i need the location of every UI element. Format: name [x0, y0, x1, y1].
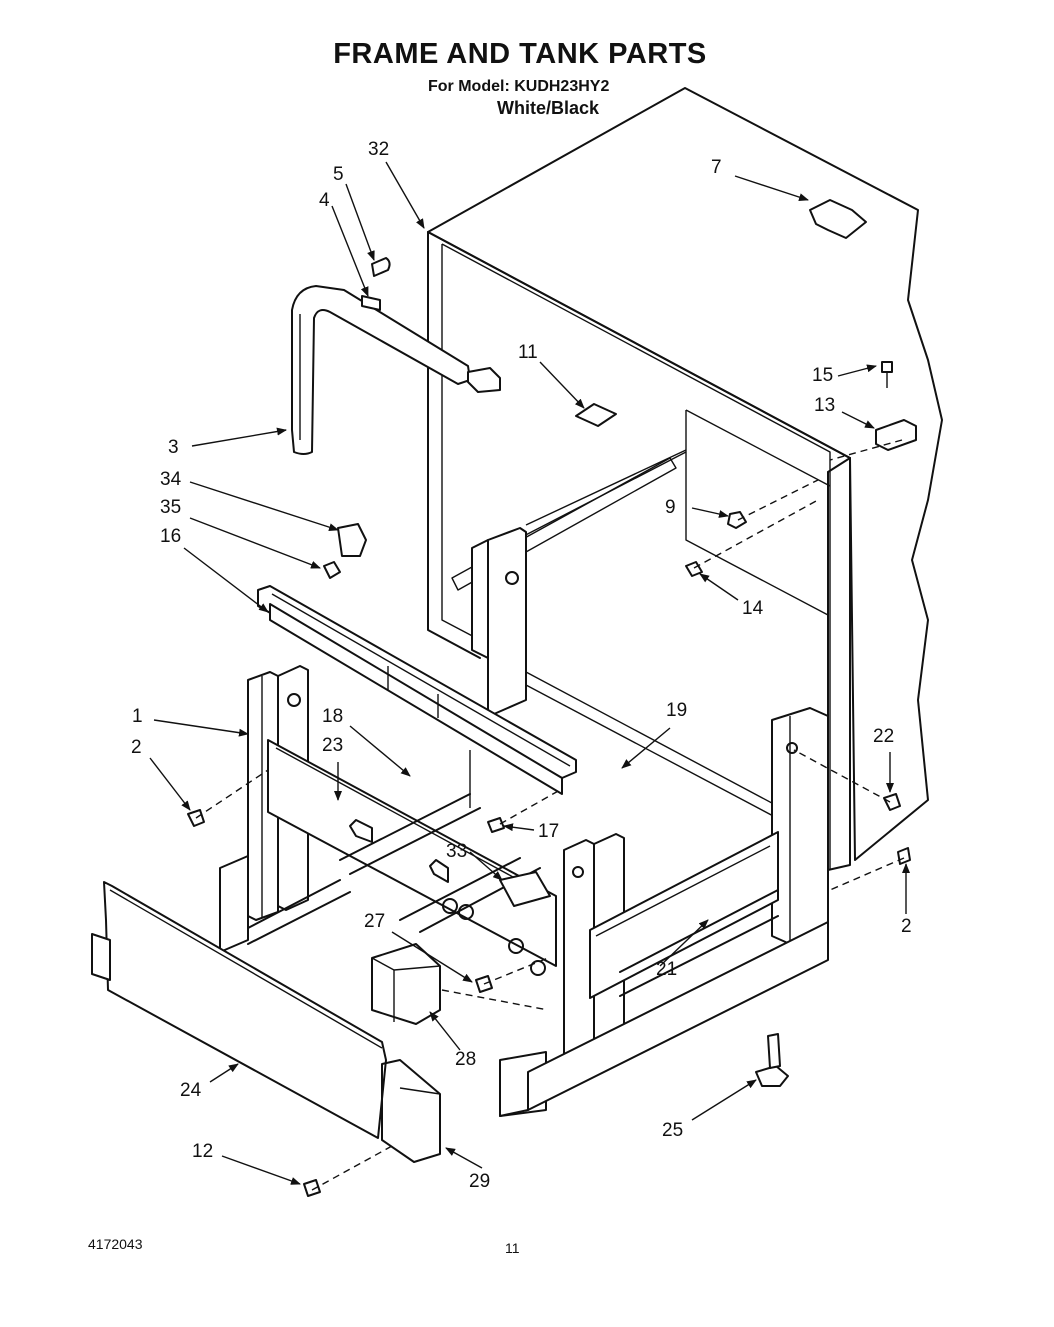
callout-4: 4 — [319, 190, 330, 211]
rail-16 — [257, 585, 577, 795]
callout-22: 22 — [873, 726, 894, 747]
callout-35: 35 — [160, 497, 181, 518]
callout-21: 21 — [656, 959, 677, 980]
leader-arrows — [149, 161, 910, 1185]
callout-9: 9 — [665, 497, 676, 518]
page-title: FRAME AND TANK PARTS — [333, 38, 707, 70]
callout-24: 24 — [180, 1080, 202, 1101]
page-number: 11 — [505, 1240, 520, 1256]
callout-11: 11 — [518, 342, 538, 363]
callout-16: 16 — [160, 526, 181, 547]
color-variant: White/Black — [497, 98, 600, 118]
callout-18: 18 — [322, 706, 343, 727]
callout-27: 27 — [364, 911, 385, 932]
door-seal-3 — [291, 285, 501, 455]
callout-34: 34 — [160, 469, 182, 490]
callout-17: 17 — [538, 821, 559, 842]
callout-3: 3 — [168, 437, 179, 458]
insulation-29 — [381, 1059, 441, 1163]
base-frame — [219, 665, 829, 1117]
callout-2-right: 2 — [901, 916, 912, 937]
callout-19: 19 — [666, 700, 687, 721]
callout-29: 29 — [469, 1171, 490, 1192]
callout-23: 23 — [322, 735, 343, 756]
callout-14: 14 — [742, 598, 764, 619]
callout-labels: 32 5 4 7 11 15 13 3 34 9 35 16 14 19 1 1… — [131, 139, 912, 1192]
callout-15: 15 — [812, 365, 833, 386]
model-number: For Model: KUDH23HY2 — [428, 78, 610, 95]
callout-12: 12 — [192, 1141, 213, 1162]
rear-frame — [471, 527, 829, 945]
tank-32 — [427, 87, 943, 871]
callout-1: 1 — [132, 706, 143, 727]
document-number: 4172043 — [88, 1236, 143, 1252]
callout-13: 13 — [814, 395, 835, 416]
callout-25: 25 — [662, 1120, 683, 1141]
callout-2-left: 2 — [131, 737, 142, 758]
small-parts — [187, 199, 917, 1197]
callout-28: 28 — [455, 1049, 476, 1070]
callout-5: 5 — [333, 164, 344, 185]
assembly-lines — [195, 439, 905, 1191]
callout-32: 32 — [368, 139, 389, 160]
callout-33: 33 — [446, 841, 467, 862]
callout-7: 7 — [711, 157, 722, 178]
